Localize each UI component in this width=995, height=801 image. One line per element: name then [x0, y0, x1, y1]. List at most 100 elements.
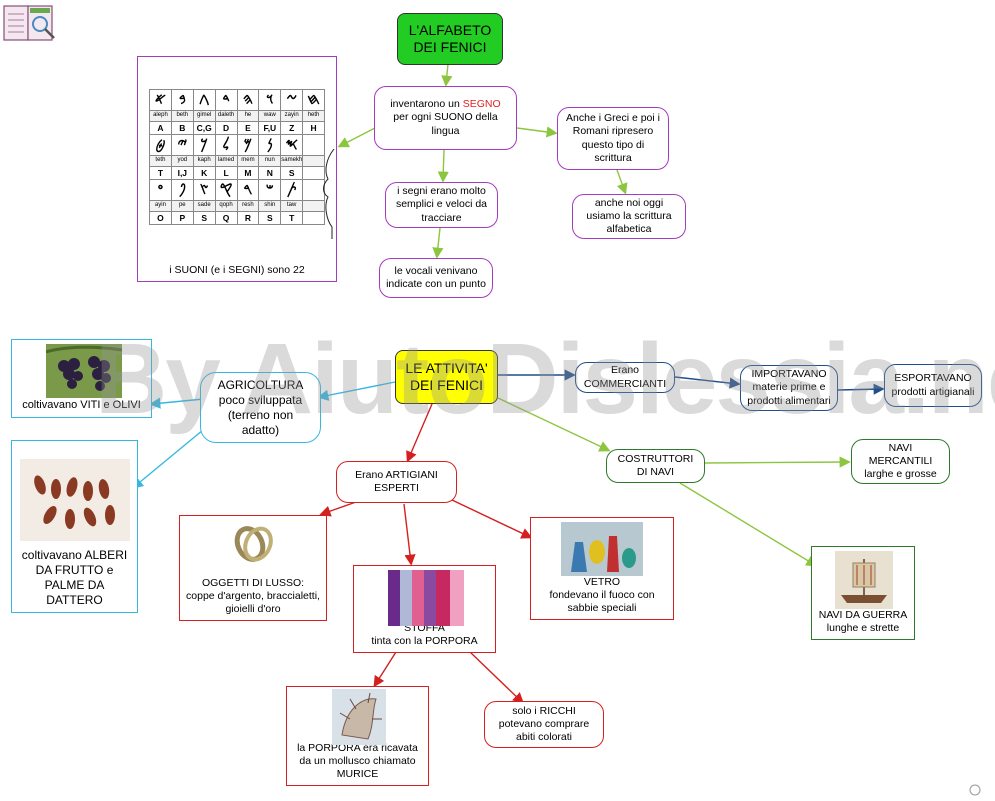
latin-letter: M — [236, 166, 260, 180]
latin-letter: S — [192, 211, 216, 225]
latin-letter: K — [192, 166, 216, 180]
letter-name: samekh — [280, 155, 304, 167]
text-line: abiti colorati — [515, 731, 573, 744]
phoenician-glyph: 𐤂 — [192, 89, 216, 111]
node-navi-mercantili: NAVI MERCANTILI larghe e grosse — [851, 439, 950, 484]
text-line: (terreno non — [227, 407, 294, 422]
book-logo-icon — [2, 2, 58, 44]
text-line: i segni erano molto — [397, 185, 486, 198]
latin-letter: D — [214, 121, 238, 135]
letter-name: pe — [170, 200, 194, 212]
segno-line-1: inventarono un SEGNO — [390, 98, 500, 111]
letter-name: taw — [280, 200, 304, 212]
letter-name: beth — [170, 110, 194, 122]
text-line: adatto) — [241, 422, 280, 437]
text-line: sabbie speciali — [567, 601, 637, 614]
letter-name: shin — [258, 200, 282, 212]
warship-image-icon — [835, 551, 893, 609]
latin-letter: O — [149, 211, 172, 225]
node-navi-guerra: NAVI DA GUERRA lunghe e strette — [811, 546, 915, 640]
phoenician-glyph: 𐤍 — [258, 134, 282, 156]
text-line: IMPORTAVANO — [751, 368, 827, 381]
latin-letter: N — [258, 166, 282, 180]
title-line: DEI FENICI — [409, 377, 484, 393]
latin-letter: H — [302, 121, 325, 135]
text-line: coltivavano ALBERI — [21, 548, 128, 562]
letter-name: gimel — [192, 110, 216, 122]
letter-name: zayin — [280, 110, 304, 122]
text-line: COSTRUTTORI — [617, 452, 694, 465]
grapes-image-icon — [46, 344, 122, 398]
phoenician-glyph: 𐤆 — [280, 89, 304, 111]
text-line: usiamo la scrittura — [586, 209, 672, 222]
text-line: larghe e grosse — [864, 468, 937, 481]
latin-letter: A — [149, 121, 172, 135]
glassware-image-icon — [561, 522, 643, 576]
text-line: materie prime e — [752, 381, 826, 394]
phoenician-glyph: 𐤌 — [236, 134, 260, 156]
text-line: COMMERCIANTI — [583, 377, 667, 390]
text-line: poco sviluppata — [218, 392, 303, 407]
node-segno: inventarono un SEGNO per ogni SUONO dell… — [374, 86, 517, 150]
text-line: Erano ARTIGIANI — [355, 468, 438, 481]
latin-letter: I,J — [170, 166, 194, 180]
text-line: anche noi oggi — [594, 196, 664, 209]
text-line: OGGETTI DI LUSSO: — [201, 576, 305, 589]
text-line: potevano comprare — [498, 717, 590, 730]
phoenician-glyph: 𐤏 — [149, 179, 172, 201]
text-line: VETRO — [583, 575, 621, 588]
letter-name: teth — [149, 155, 172, 167]
node-vocali: le vocali venivano indicate con un punto — [379, 258, 493, 298]
title-line: DEI FENICI — [413, 39, 487, 55]
latin-letter: Z — [280, 121, 304, 135]
text-line: lunghe e strette — [826, 621, 900, 634]
text-line: da un mollusco chiamato — [299, 754, 416, 767]
phoenician-glyph: 𐤈 — [149, 134, 172, 156]
phoenician-glyph: 𐤄 — [236, 89, 260, 111]
latin-letter: B — [170, 121, 194, 135]
text-line: ESPERTI — [374, 482, 419, 494]
text-line: le vocali venivano — [394, 264, 478, 277]
latin-letter: T — [280, 211, 304, 225]
node-alberi-frutto: coltivavano ALBERI DA FRUTTO e PALME DA … — [11, 440, 138, 613]
phoenician-glyph: 𐤕 — [280, 179, 304, 201]
letter-name: aleph — [149, 110, 172, 122]
text-line: Anche i Greci e poi i — [566, 112, 660, 125]
text-line: la PORPORA era ricavata — [297, 741, 418, 754]
footer-logo-icon — [968, 783, 982, 796]
phoenician-glyph: 𐤇 — [302, 89, 325, 111]
latin-letter: T — [149, 166, 172, 180]
title-attivita-fenici: LE ATTIVITA' DEI FENICI — [395, 350, 498, 404]
letter-name: ayin — [149, 200, 172, 212]
letter-name: he — [236, 110, 260, 122]
text-line: coppe d'argento, braccialetti, — [186, 589, 320, 602]
text-line: DATTERO — [46, 593, 103, 607]
phoenician-glyph: 𐤉 — [170, 134, 194, 156]
fabrics-image-icon — [388, 570, 464, 626]
phoenician-glyph: 𐤁 — [170, 89, 194, 111]
viti-label: coltivavano VITI e OLIVI — [22, 399, 141, 412]
text-line: Erano — [610, 364, 640, 377]
text-line: indicate con un punto — [386, 278, 486, 290]
title-line: L'ALFABETO — [408, 21, 492, 38]
latin-letter: L — [214, 166, 238, 180]
phoenician-glyph: 𐤎 — [280, 134, 304, 156]
murex-shell-image-icon — [332, 689, 386, 745]
title-line: LE ATTIVITA' — [405, 359, 488, 376]
phoenician-glyph: 𐤑 — [192, 179, 216, 201]
text-line: solo i RICCHI — [512, 704, 576, 717]
node-segni-semplici: i segni erano molto semplici e veloci da… — [385, 182, 498, 228]
text-line: tracciare — [421, 211, 462, 224]
node-porpora-murice: la PORPORA era ricavata da un mollusco c… — [286, 686, 429, 786]
text-line: alfabetica — [606, 223, 652, 236]
bracelets-image-icon — [234, 526, 273, 562]
phoenician-glyph: 𐤔 — [258, 179, 282, 201]
